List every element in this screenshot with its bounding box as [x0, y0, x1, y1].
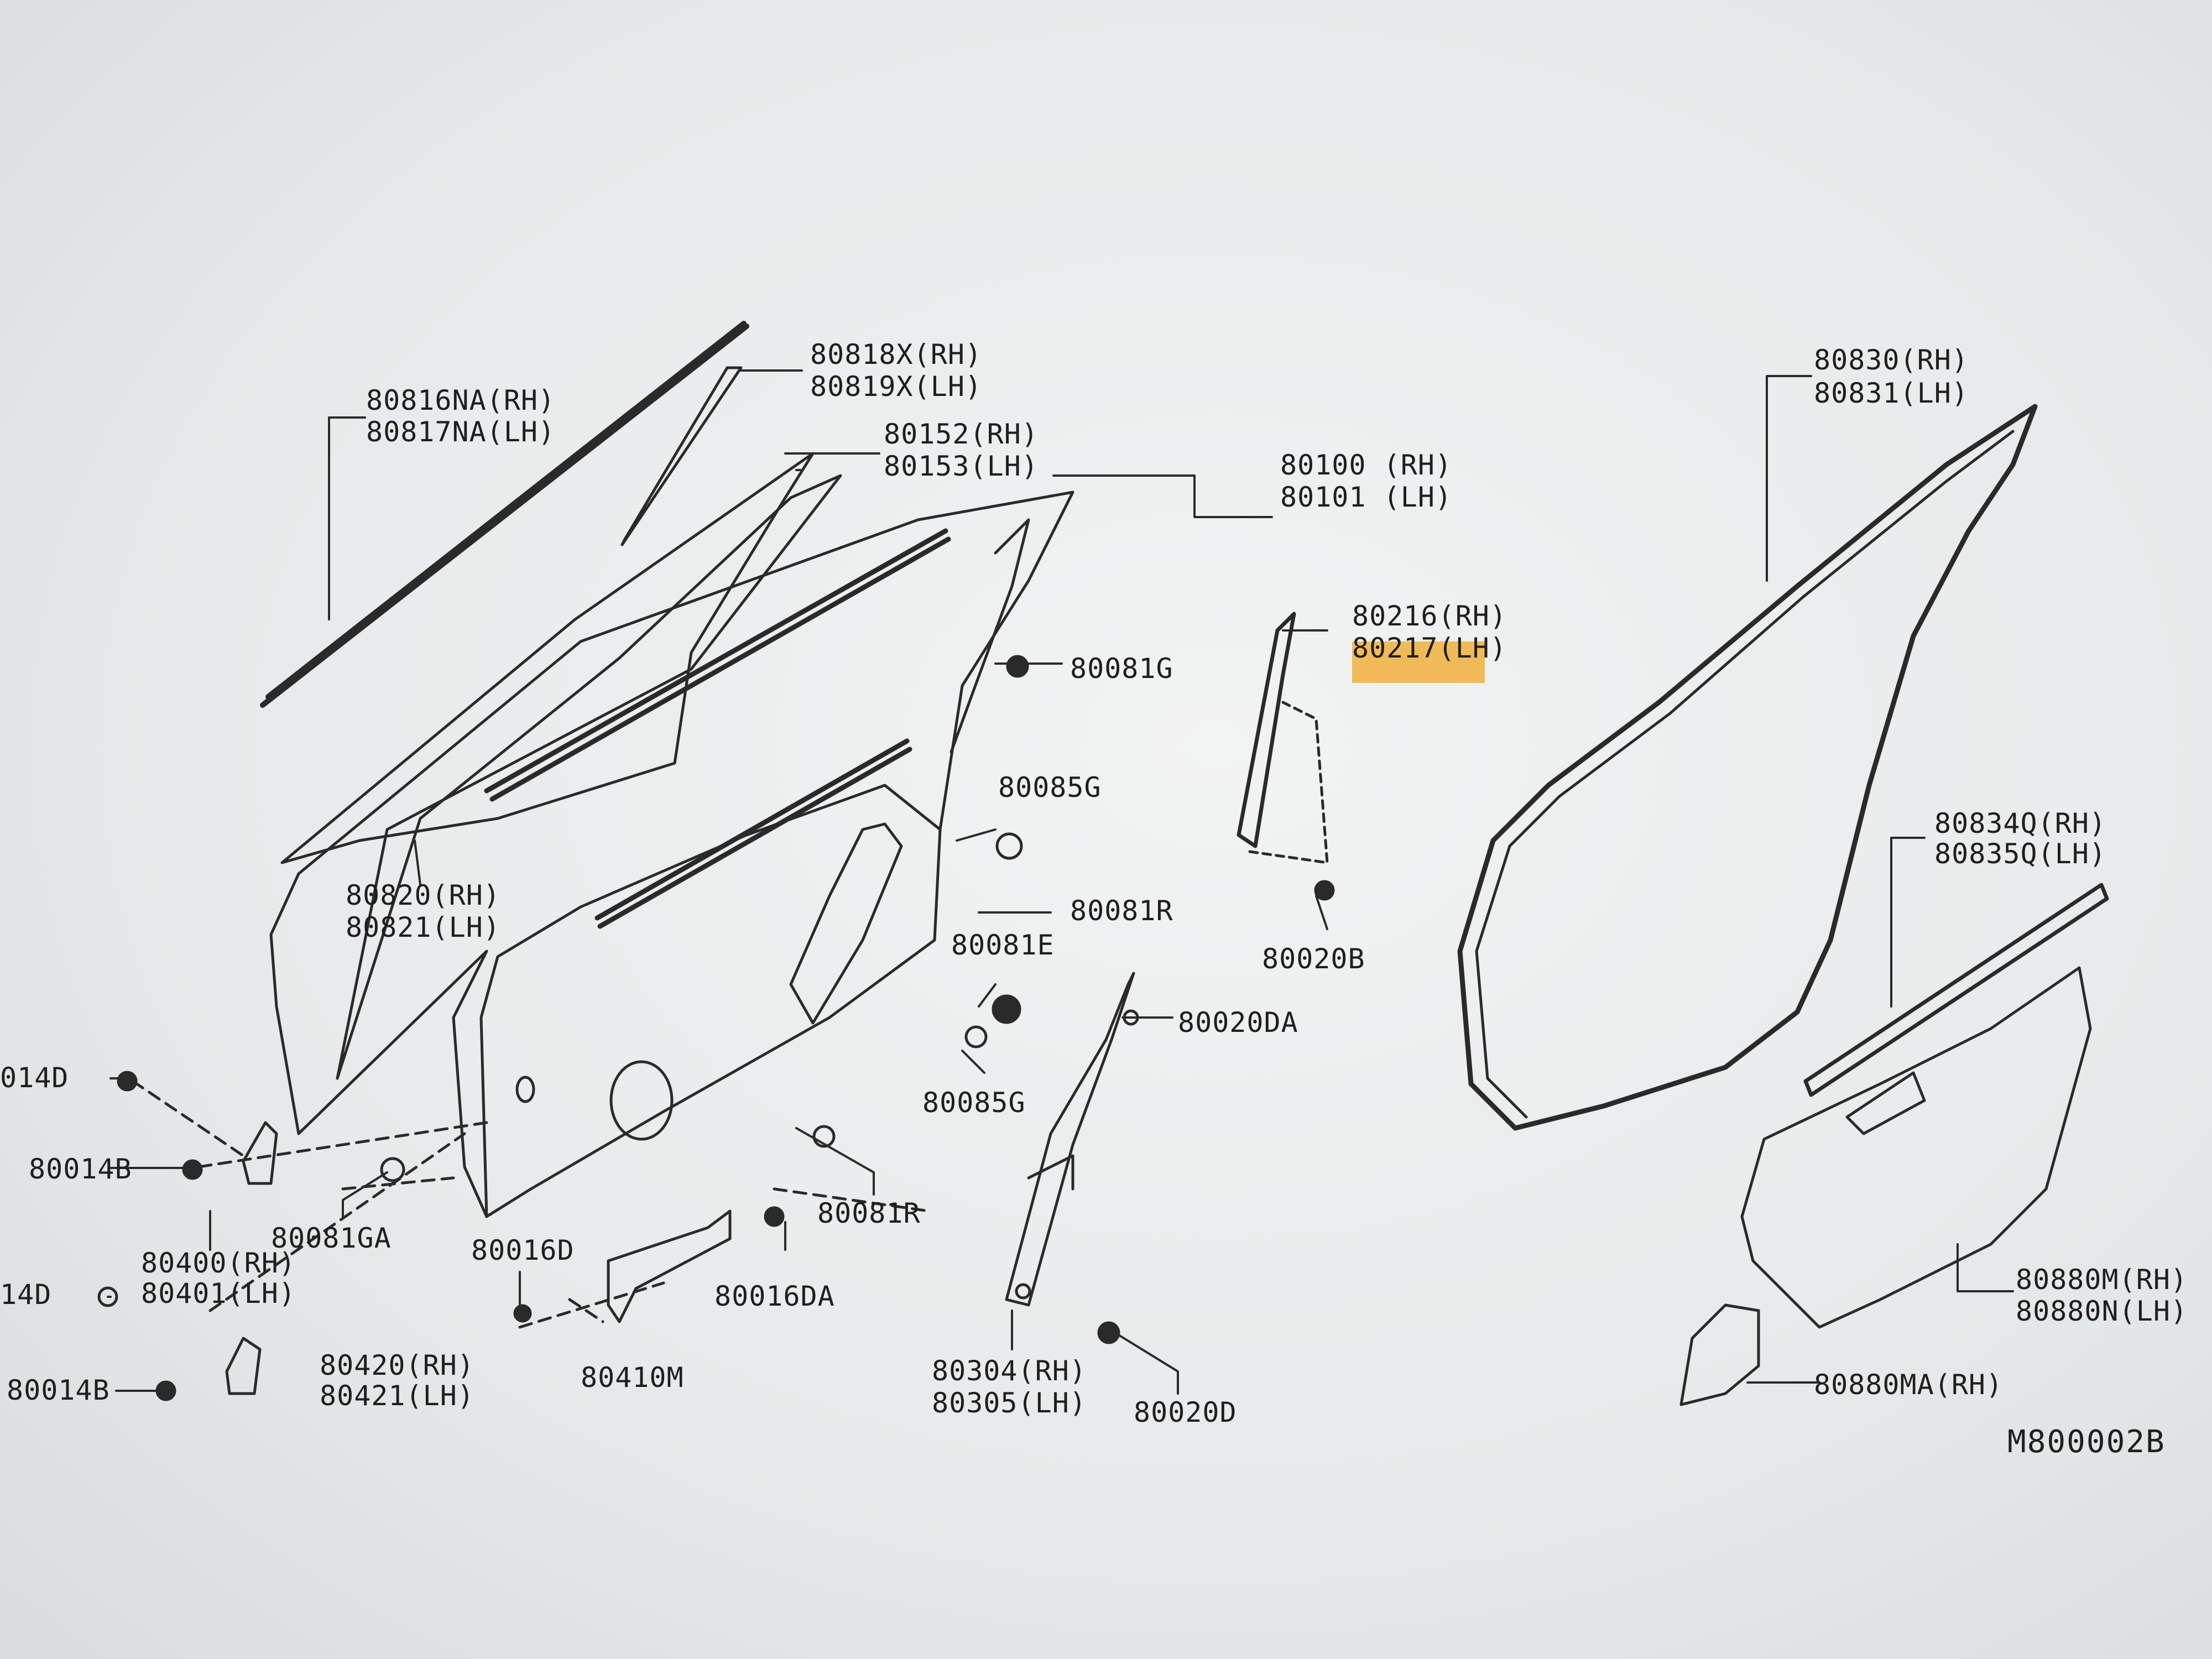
label-80835Q: 80835Q(LH): [1934, 838, 2107, 870]
fasteners: [97, 655, 1335, 1401]
label-80880M: 80880M(RH): [2016, 1264, 2188, 1296]
label-80817NA: 80817NA(LH): [366, 416, 556, 448]
label-80020B: 80020B: [1262, 943, 1365, 975]
label-80880N: 80880N(LH): [2016, 1295, 2188, 1327]
label-80401: 80401(LH): [141, 1277, 296, 1310]
access-hole: [789, 822, 903, 1025]
hinge-guide-lines: [131, 1079, 931, 1329]
label-80420: 80420(RH): [320, 1349, 474, 1381]
label-80816NA: 80816NA(RH): [366, 384, 556, 416]
label-80304: 80304(RH): [932, 1355, 1087, 1387]
label-80014D-low: 14D: [0, 1279, 52, 1311]
label-80100: 80100 (RH): [1280, 449, 1453, 481]
speaker-hole: [609, 1060, 674, 1141]
label-80830: 80830(RH): [1814, 344, 1969, 376]
glass-run-80816NA: [260, 321, 749, 708]
label-80831: 80831(LH): [1814, 377, 1969, 409]
glass-outline: [280, 452, 815, 864]
outside-moulding-80834Q: [1803, 883, 2109, 1097]
highlight-80217: [1352, 641, 1485, 683]
label-80217: 80217(LH): [1352, 632, 1507, 664]
trim-clip-80880MA: [1679, 1303, 1760, 1406]
label-80400: 80400(RH): [141, 1247, 296, 1279]
label-80081E: 80081E: [951, 929, 1055, 961]
division-channel-80818X: [620, 366, 743, 546]
door-check-80410M: [607, 1209, 732, 1323]
label-80820: 80820(RH): [346, 879, 500, 911]
label-80818X: 80818X(RH): [810, 338, 983, 371]
label-80014B-top: 80014B: [29, 1153, 132, 1185]
label-80819X: 80819X(LH): [810, 371, 983, 403]
upper-hinge-80400: [242, 1121, 278, 1185]
label-80081G: 80081G: [1070, 653, 1173, 685]
sash-moulding-80216: [1237, 612, 1296, 848]
label-80085G-top: 80085G: [998, 771, 1102, 804]
belt-moulding-80152: [484, 528, 951, 802]
sash-trim-80304: [1005, 972, 1135, 1307]
label-80834Q: 80834Q(RH): [1934, 807, 2107, 839]
label-80020D: 80020D: [1134, 1396, 1237, 1428]
label-80305: 80305(LH): [932, 1387, 1087, 1419]
label-80152: 80152(RH): [884, 418, 1039, 450]
label-80880MA: 80880MA(RH): [1814, 1369, 2004, 1401]
label-80085G-low: 80085G: [922, 1087, 1026, 1119]
label-80014D-top: 014D: [0, 1062, 69, 1094]
diagram-reference-code: M800002B: [2007, 1424, 2166, 1460]
label-80081R-mid: 80081R: [1070, 895, 1173, 927]
label-80014B-low: 80014B: [7, 1374, 110, 1406]
door-sash: [950, 518, 1030, 754]
label-80421: 80421(LH): [320, 1380, 474, 1412]
door-glass-80820: [336, 474, 842, 1080]
label-80081GA: 80081GA: [271, 1222, 392, 1254]
label-80016D: 80016D: [471, 1234, 575, 1266]
label-80081R-low: 80081R: [817, 1197, 921, 1229]
label-80153: 80153(LH): [884, 450, 1039, 482]
label-80410M: 80410M: [581, 1361, 684, 1394]
door-trim-80880M: [1740, 966, 2092, 1329]
door-inner-panel: [479, 784, 942, 1218]
label-80821: 80821(LH): [346, 911, 500, 943]
label-80020DA: 80020DA: [1178, 1006, 1298, 1039]
lower-hinge-80420: [225, 1337, 262, 1395]
label-80101: 80101 (LH): [1280, 481, 1453, 513]
inner-belt: [594, 738, 912, 929]
weatherstrip-80830: [1457, 404, 2038, 1131]
label-80016DA: 80016DA: [714, 1280, 835, 1312]
label-80216: 80216(RH): [1352, 600, 1507, 632]
